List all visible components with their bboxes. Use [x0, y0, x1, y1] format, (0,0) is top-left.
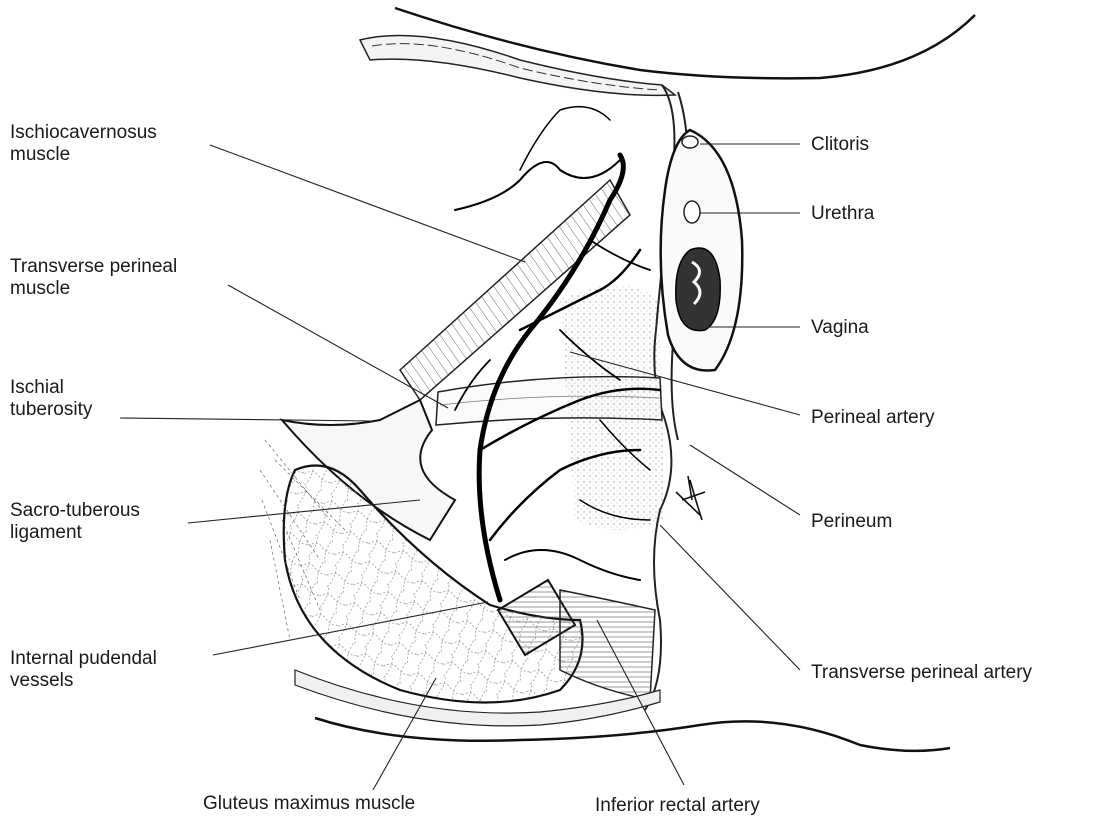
label-urethra: Urethra [811, 203, 874, 225]
label-internal-pudendal: Internal pudendal vessels [10, 648, 157, 692]
label-gluteus: Gluteus maximus muscle [203, 793, 415, 815]
vulva-structure [661, 130, 743, 371]
label-ischial-tuberosity: Ischial tuberosity [10, 377, 92, 421]
label-ischiocavernosus: Ischiocavernosus muscle [10, 122, 157, 166]
perineal-membrane [560, 285, 665, 530]
label-vagina: Vagina [811, 317, 869, 339]
rectal-wall [560, 590, 655, 700]
label-perineum: Perineum [811, 511, 892, 533]
label-inferior-rectal: Inferior rectal artery [595, 795, 760, 817]
perineal-body [676, 476, 705, 520]
label-transverse-perineal-artery: Transverse perineal artery [811, 662, 1032, 684]
label-clitoris: Clitoris [811, 134, 869, 156]
label-perineal-artery: Perineal artery [811, 407, 935, 429]
label-transverse-perineal-muscle: Transverse perineal muscle [10, 256, 177, 300]
label-sacro-tuberous: Sacro-tuberous ligament [10, 500, 140, 544]
